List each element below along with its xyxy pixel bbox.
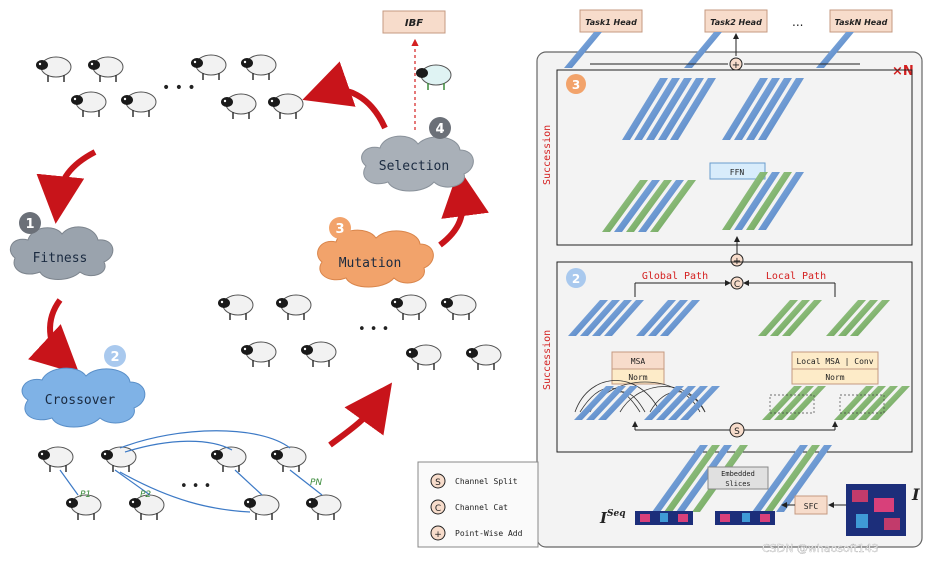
svg-text:C: C	[734, 280, 740, 290]
image-sequence-strip	[635, 511, 775, 525]
embedded-slices-box	[707, 466, 769, 490]
svg-text:S: S	[734, 427, 740, 437]
ffn-label: FFN	[730, 168, 745, 177]
svg-text:2: 2	[110, 350, 119, 365]
ffn-input-bars	[602, 172, 804, 232]
selection-cloud: Selection	[361, 135, 474, 192]
succession-box-bottom	[556, 261, 913, 453]
mutation-label: Mutation	[339, 256, 402, 271]
heads-ellipsis: ...	[792, 15, 803, 29]
local-path-bars	[758, 300, 890, 336]
ffn-output-bars	[622, 78, 804, 140]
i-label: I	[911, 485, 920, 504]
arrow-fitness-to-crossover	[28, 298, 80, 375]
global-path-label: Global Path	[642, 271, 708, 282]
svg-text:C: C	[435, 504, 441, 514]
step-badge-3	[329, 217, 351, 239]
svg-text:+: +	[732, 60, 740, 71]
parent-label-2: P2	[140, 490, 151, 500]
step-badge-1	[19, 212, 41, 234]
msa-label: MSA	[631, 357, 646, 366]
arrow-mutation-to-selection	[438, 168, 489, 248]
crossover-label: Crossover	[45, 393, 116, 408]
embedded-slices-bars	[652, 445, 832, 512]
succession-label-bottom: Succession	[542, 330, 553, 390]
svg-text:Point-Wise Add: Point-Wise Add	[455, 529, 523, 538]
i-seq-label: ISeq	[599, 509, 626, 527]
svg-text:Embedded: Embedded	[721, 470, 755, 478]
norm-box-local	[791, 368, 879, 385]
fitness-label: Fitness	[33, 251, 88, 266]
crossover-ellipsis: • • •	[180, 479, 211, 494]
section-badge-3	[566, 74, 586, 94]
fitness-cloud: Fitness	[10, 226, 114, 280]
task-heads: Task1 Head Task2 Head TaskN Head ...	[579, 9, 893, 33]
local-input-bars	[762, 386, 910, 420]
legend-item-add: + Point-Wise Add	[430, 525, 523, 541]
input-image	[846, 484, 906, 536]
svg-text:Channel Cat: Channel Cat	[455, 503, 508, 512]
ffn-box	[709, 162, 766, 180]
local-path-label: Local Path	[766, 271, 826, 282]
section-badge-2	[566, 268, 586, 288]
parent-label-n: PN	[310, 478, 322, 488]
global-path-bars	[568, 300, 700, 336]
norm-box-global	[611, 368, 665, 385]
selection-label: Selection	[379, 159, 449, 174]
task-head-1	[579, 9, 643, 33]
legend-item-split: S Channel Split	[430, 473, 518, 489]
task-head-n	[829, 9, 893, 33]
local-window-dashes	[769, 394, 885, 414]
svg-text:Slices: Slices	[725, 480, 750, 488]
svg-text:2: 2	[572, 272, 580, 286]
svg-text:S: S	[435, 478, 441, 488]
head-bars	[564, 32, 854, 68]
parent-label-1: P1	[80, 490, 91, 500]
svg-text:3: 3	[572, 78, 580, 92]
svg-text:1: 1	[25, 217, 34, 232]
svg-text:+: +	[434, 530, 442, 540]
watermark: CSDN @whaosoft143	[762, 542, 879, 555]
svg-text:Task1 Head: Task1 Head	[585, 18, 637, 27]
svg-text:Task2 Head: Task2 Head	[710, 18, 762, 27]
step-badge-4	[429, 117, 451, 139]
sfc-label: SFC	[804, 502, 819, 511]
svg-text:TaskN Head: TaskN Head	[835, 18, 888, 27]
norm-label-local: Norm	[825, 373, 844, 382]
succession-label-top: Succession	[542, 125, 553, 185]
svg-text:4: 4	[435, 122, 444, 137]
arrow-crossover-to-mutated	[328, 382, 393, 448]
times-n: ×N	[892, 64, 914, 79]
arrow-top-to-fitness	[36, 149, 97, 224]
arrow-selection-to-top	[302, 61, 388, 130]
ibf-box	[382, 10, 446, 34]
mutation-cloud: Mutation	[317, 229, 434, 288]
svg-text:Channel Split: Channel Split	[455, 477, 518, 486]
selected-sheep	[415, 64, 452, 91]
crossover-cloud: Crossover	[21, 367, 146, 428]
step-badge-2	[104, 345, 126, 367]
ibf-label: IBF	[405, 18, 423, 29]
svg-text:3: 3	[335, 222, 344, 237]
task-head-2	[704, 9, 768, 33]
top-ellipsis: • • •	[162, 80, 196, 96]
succession-box-top	[556, 69, 913, 246]
legend-item-cat: C Channel Cat	[430, 499, 508, 515]
local-msa-label: Local MSA | Conv	[796, 357, 873, 366]
crossover-links	[59, 430, 323, 513]
mutated-ellipsis: • • •	[358, 322, 389, 337]
norm-label-global: Norm	[628, 373, 647, 382]
global-input-bars	[574, 386, 720, 420]
